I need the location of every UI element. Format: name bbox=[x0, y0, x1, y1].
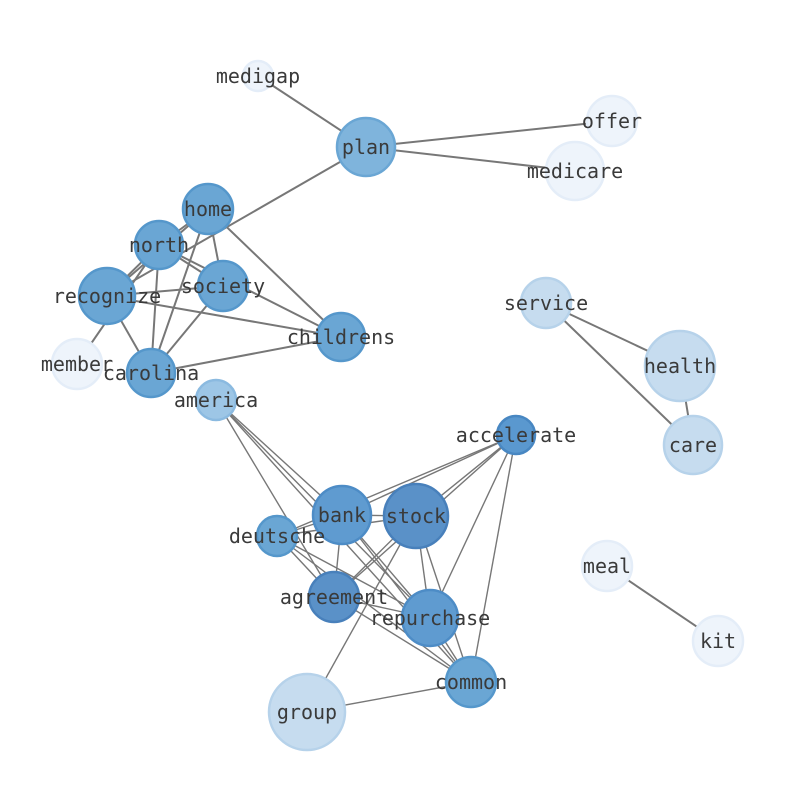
node-label-plan: plan bbox=[342, 135, 390, 159]
node-common[interactable] bbox=[444, 655, 498, 709]
node-layer bbox=[50, 59, 745, 752]
edge-plan-offer bbox=[365, 120, 613, 148]
node-label-health: health bbox=[644, 354, 716, 378]
node-america[interactable] bbox=[194, 378, 238, 422]
node-label-repurchase: repurchase bbox=[370, 606, 490, 630]
node-health[interactable] bbox=[643, 329, 717, 403]
edge-america-agreement bbox=[215, 399, 335, 598]
node-care[interactable] bbox=[662, 414, 724, 476]
node-label-society: society bbox=[181, 274, 265, 298]
node-label-kit: kit bbox=[700, 629, 736, 653]
node-deutsche[interactable] bbox=[255, 514, 299, 558]
node-label-bank: bank bbox=[318, 503, 366, 527]
edge-recognize-childrens bbox=[106, 295, 342, 338]
edge-service-care bbox=[545, 302, 694, 446]
node-label-group: group bbox=[277, 700, 337, 724]
node-agreement[interactable] bbox=[307, 570, 361, 624]
edge-north-childrens bbox=[158, 244, 342, 338]
node-service[interactable] bbox=[519, 276, 573, 330]
node-label-america: america bbox=[174, 388, 258, 412]
node-repurchase[interactable] bbox=[400, 588, 460, 648]
edge-accelerate-bank bbox=[341, 434, 517, 516]
node-carolina[interactable] bbox=[125, 347, 177, 399]
node-label-childrens: childrens bbox=[287, 325, 395, 349]
node-label-stock: stock bbox=[386, 504, 446, 528]
node-label-offer: offer bbox=[582, 109, 642, 133]
edge-home-carolina bbox=[150, 208, 209, 374]
node-plan[interactable] bbox=[335, 116, 397, 178]
node-member[interactable] bbox=[50, 337, 104, 391]
node-group[interactable] bbox=[267, 672, 347, 752]
edge-bank-common bbox=[341, 514, 472, 683]
label-layer: medigap plan offer medicare home north recogni… bbox=[41, 64, 736, 724]
node-label-carolina: carolina bbox=[103, 361, 199, 385]
edge-childrens-carolina bbox=[150, 336, 342, 374]
node-childrens[interactable] bbox=[315, 311, 367, 363]
node-label-deutsche: deutsche bbox=[229, 524, 325, 548]
edge-deutsche-common bbox=[276, 535, 472, 683]
node-accelerate[interactable] bbox=[495, 414, 537, 456]
node-society[interactable] bbox=[196, 259, 250, 313]
node-kit[interactable] bbox=[691, 614, 745, 668]
node-label-service: service bbox=[504, 291, 588, 315]
node-label-north: north bbox=[129, 233, 189, 257]
node-label-recognize: recognize bbox=[53, 284, 161, 308]
node-stock[interactable] bbox=[382, 482, 450, 550]
node-medigap[interactable] bbox=[241, 59, 275, 93]
node-label-agreement: agreement bbox=[280, 585, 388, 609]
node-recognize[interactable] bbox=[77, 266, 137, 326]
node-label-medicare: medicare bbox=[527, 159, 623, 183]
node-label-care: care bbox=[669, 433, 717, 457]
node-offer[interactable] bbox=[585, 94, 639, 148]
node-label-member: member bbox=[41, 352, 113, 376]
node-medicare[interactable] bbox=[544, 140, 606, 202]
node-meal[interactable] bbox=[580, 539, 634, 593]
edge-agreement-common bbox=[333, 596, 472, 683]
node-north[interactable] bbox=[133, 219, 185, 271]
edge-accelerate-common bbox=[470, 434, 517, 683]
node-label-home: home bbox=[184, 197, 232, 221]
node-bank[interactable] bbox=[311, 484, 373, 546]
edge-plan-medicare bbox=[365, 146, 576, 172]
node-home[interactable] bbox=[181, 182, 235, 236]
node-label-common: common bbox=[435, 670, 507, 694]
edge-plan-recognize bbox=[106, 146, 367, 297]
node-label-accelerate: accelerate bbox=[456, 423, 576, 447]
node-label-meal: meal bbox=[583, 554, 631, 578]
node-label-medigap: medigap bbox=[216, 64, 300, 88]
edge-home-childrens bbox=[207, 208, 342, 338]
edge-accelerate-repurchase bbox=[429, 434, 517, 619]
